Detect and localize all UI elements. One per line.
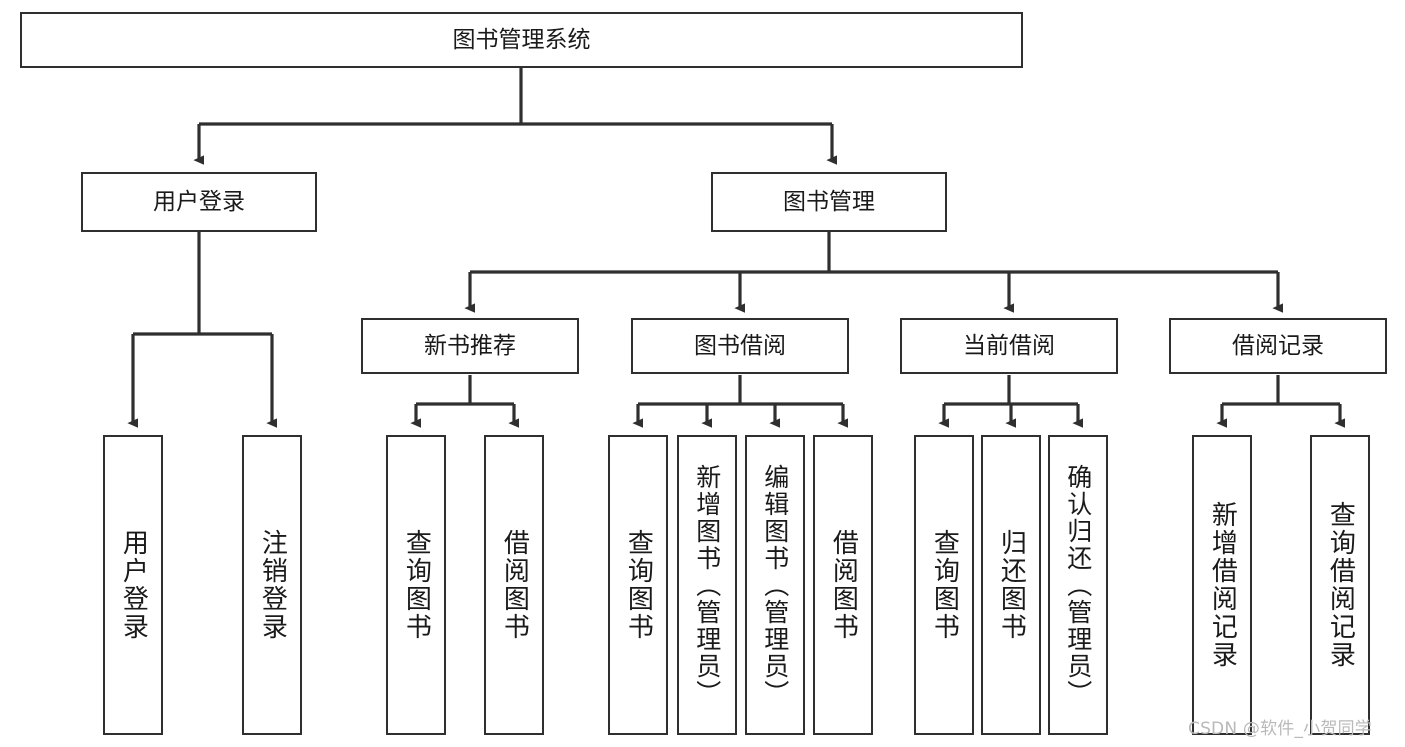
- node-leaf-add-record-label: 新增借阅记录: [1207, 501, 1238, 669]
- node-borrow-record[interactable]: 借阅记录: [1169, 318, 1387, 374]
- watermark: CSDN @软件_小贺同学: [1188, 719, 1372, 739]
- node-leaf-query-book-1-label: 查询图书: [401, 529, 432, 641]
- node-book-borrow-label: 图书借阅: [694, 332, 786, 359]
- node-borrow-record-label: 借阅记录: [1232, 332, 1324, 359]
- node-leaf-confirm-return-label: 确认归还（管理员）: [1063, 463, 1093, 707]
- node-book-manage[interactable]: 图书管理: [711, 172, 947, 232]
- node-leaf-query-book-2[interactable]: 查询图书: [608, 435, 668, 735]
- node-user-login-label: 用户登录: [153, 188, 245, 215]
- node-leaf-edit-book-label: 编辑图书（管理员）: [760, 463, 790, 707]
- node-new-book-recommend[interactable]: 新书推荐: [361, 318, 579, 374]
- node-current-borrow[interactable]: 当前借阅: [900, 318, 1118, 374]
- node-leaf-query-record-label: 查询借阅记录: [1325, 501, 1356, 669]
- node-root[interactable]: 图书管理系统: [20, 12, 1023, 68]
- node-leaf-return-book[interactable]: 归还图书: [981, 435, 1041, 735]
- node-leaf-edit-book[interactable]: 编辑图书（管理员）: [745, 435, 805, 735]
- node-leaf-query-book-1[interactable]: 查询图书: [386, 435, 446, 735]
- node-book-borrow[interactable]: 图书借阅: [631, 318, 849, 374]
- node-leaf-logout-login-label: 注销登录: [257, 529, 288, 641]
- node-user-login[interactable]: 用户登录: [81, 172, 317, 232]
- node-leaf-borrow-book-2-label: 借阅图书: [828, 529, 859, 641]
- node-leaf-add-record[interactable]: 新增借阅记录: [1192, 435, 1252, 735]
- node-book-manage-label: 图书管理: [783, 188, 875, 215]
- node-current-borrow-label: 当前借阅: [963, 332, 1055, 359]
- node-leaf-add-book[interactable]: 新增图书（管理员）: [677, 435, 737, 735]
- node-new-book-recommend-label: 新书推荐: [424, 332, 516, 359]
- node-leaf-query-record[interactable]: 查询借阅记录: [1310, 435, 1370, 735]
- node-leaf-query-book-3[interactable]: 查询图书: [914, 435, 974, 735]
- node-leaf-logout-login[interactable]: 注销登录: [242, 435, 302, 735]
- node-leaf-query-book-3-label: 查询图书: [929, 529, 960, 641]
- node-leaf-borrow-book-2[interactable]: 借阅图书: [813, 435, 873, 735]
- node-leaf-user-login[interactable]: 用户登录: [103, 435, 163, 735]
- node-leaf-add-book-label: 新增图书（管理员）: [692, 463, 722, 707]
- node-leaf-return-book-label: 归还图书: [996, 529, 1027, 641]
- node-leaf-confirm-return[interactable]: 确认归还（管理员）: [1048, 435, 1108, 735]
- node-leaf-user-login-label: 用户登录: [118, 529, 149, 641]
- node-root-label: 图书管理系统: [452, 26, 591, 53]
- node-leaf-query-book-2-label: 查询图书: [623, 529, 654, 641]
- node-leaf-borrow-book-1[interactable]: 借阅图书: [484, 435, 544, 735]
- node-leaf-borrow-book-1-label: 借阅图书: [499, 529, 530, 641]
